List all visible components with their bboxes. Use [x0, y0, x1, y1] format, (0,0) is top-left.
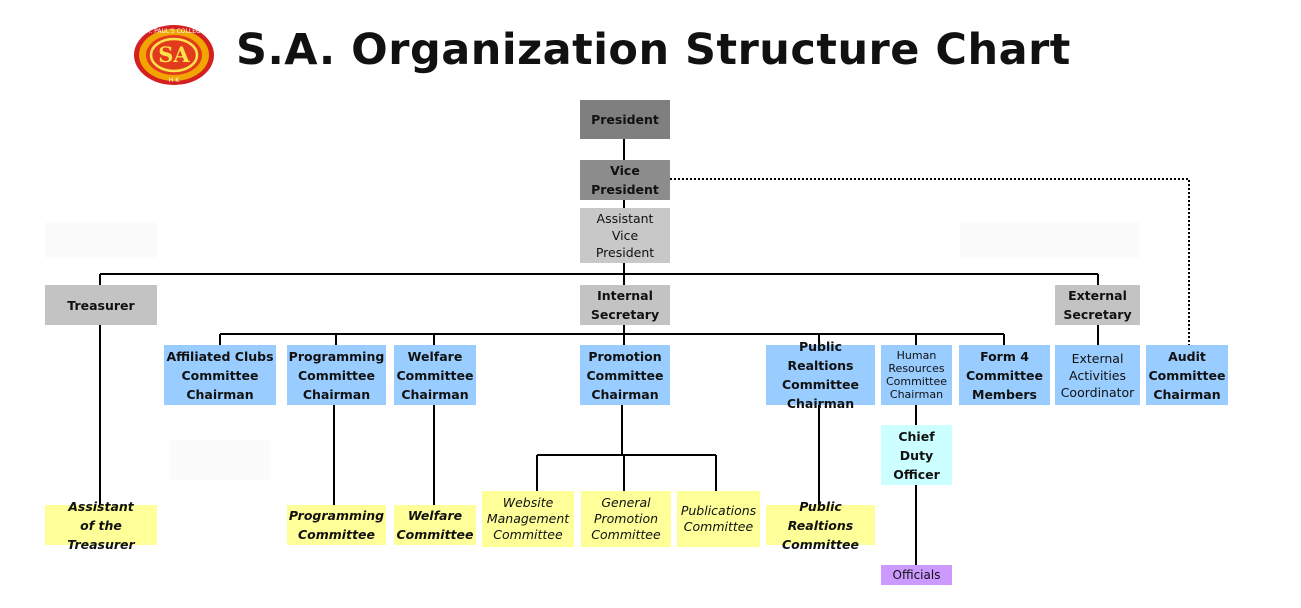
human-resources-label-line: Resources	[888, 362, 945, 375]
external-activities-label-line: External	[1071, 350, 1124, 366]
public-relations-committee-label-line: Public Realtions	[787, 498, 854, 533]
promotion-chair-label-line: Committee	[586, 367, 664, 383]
audit-chair-label-line: Chairman	[1153, 386, 1221, 402]
welfare-chair-label-line: Welfare	[407, 348, 463, 364]
affiliated-clubs-label-line: Committee	[181, 367, 259, 383]
external-activities-coordinator-box: External Activities Coordinator	[1055, 345, 1140, 405]
programming-committee-label-line: Committee	[298, 527, 376, 542]
assistant-treasurer-label-line: Assistant	[68, 498, 134, 514]
officials-box: Officials	[881, 565, 952, 585]
vice-president-label-line: President	[591, 182, 659, 197]
programming-chair-label-line: Chairman	[302, 386, 371, 402]
form4-label-line: Committee	[965, 367, 1043, 383]
officials-label: Officials	[892, 567, 941, 582]
avp-label-line: Vice	[611, 228, 639, 243]
human-resources-chairman-box: Human Resources Committee Chairman	[881, 345, 952, 405]
programming-committee-label-line: Programming	[288, 508, 385, 523]
external-activities-label-line: Coordinator	[1060, 384, 1135, 400]
form4-label-line: Members	[972, 386, 1037, 402]
chief-duty-officer-label-line: Duty	[899, 447, 934, 463]
form4-committee-members-box: Form 4 Committee Members	[959, 345, 1050, 405]
publications-committee-label-line: Publications	[680, 503, 757, 518]
assistant-treasurer-box: Assistant of the Treasurer	[45, 499, 157, 552]
publications-committee-box: Publications Committee	[677, 491, 760, 547]
general-promotion-label-line: General	[601, 495, 651, 510]
audit-chair-label-line: Audit	[1168, 348, 1206, 364]
chief-duty-officer-box: Chief Duty Officer	[881, 425, 952, 485]
human-resources-label-line: Committee	[885, 375, 948, 388]
internal-secretary-label-line: Secretary	[590, 307, 660, 322]
programming-chair-label-line: Programming	[288, 348, 385, 364]
publications-committee-label-line: Committee	[683, 519, 754, 534]
internal-secretary-label-line: Internal	[597, 288, 653, 303]
welfare-chairman-box: Welfare Committee Chairman	[394, 345, 476, 405]
affiliated-clubs-label-line: Chairman	[186, 386, 254, 402]
logo-ring-text-top: ST. PAUL'S COLLEGE	[144, 28, 205, 35]
human-resources-label-line: Chairman	[889, 388, 944, 401]
website-committee-label-line: Management	[486, 511, 570, 526]
website-committee-label-line: Committee	[493, 527, 563, 542]
vice-president-label-line: Vice	[610, 163, 640, 178]
website-committee-label-line: Website	[502, 495, 554, 510]
treasurer-box: Treasurer	[45, 285, 157, 325]
welfare-committee-label-line: Committee	[396, 527, 474, 542]
avp-label-line: Assistant	[596, 211, 654, 226]
chief-duty-officer-label-line: Chief	[898, 428, 935, 444]
audit-chairman-box: Audit Committee Chairman	[1146, 345, 1228, 405]
public-relations-chair-label-line: Public Realtions	[787, 339, 854, 373]
public-relations-chair-label-line: Chairman	[786, 396, 855, 411]
affiliated-clubs-chairman-box: Affiliated Clubs Committee Chairman	[164, 345, 276, 405]
welfare-chair-label-line: Committee	[396, 367, 474, 383]
promotion-chair-label-line: Chairman	[591, 386, 659, 402]
page-title: S.A. Organization Structure Chart	[236, 25, 1071, 75]
external-secretary-label-line: External	[1068, 288, 1127, 303]
promotion-chair-label-line: Promotion	[588, 348, 662, 364]
external-secretary-label-line: Secretary	[1063, 307, 1132, 322]
welfare-committee-box: Welfare Committee	[394, 505, 476, 545]
audit-chair-label-line: Committee	[1148, 367, 1226, 383]
assistant-vice-president-box: Assistant Vice President	[580, 208, 670, 263]
affiliated-clubs-label-line: Affiliated Clubs	[166, 348, 274, 364]
logo-ring-text-bottom: H K	[169, 77, 180, 84]
public-relations-committee-label-line: Committee	[781, 536, 859, 552]
public-relations-chair-label-line: Committee	[781, 377, 859, 392]
president-label: President	[591, 112, 659, 127]
avp-label-line: President	[595, 245, 655, 260]
welfare-committee-label-line: Welfare	[407, 508, 463, 523]
public-relations-chairman-box: Public Realtions Committee Chairman	[766, 339, 875, 411]
website-management-committee-box: Website Management Committee	[482, 491, 574, 547]
general-promotion-label-line: Committee	[591, 527, 661, 542]
general-promotion-label-line: Promotion	[593, 511, 659, 526]
public-relations-committee-box: Public Realtions Committee	[766, 499, 875, 552]
ghost-box	[960, 222, 1140, 258]
programming-committee-box: Programming Committee	[287, 505, 386, 545]
general-promotion-committee-box: General Promotion Committee	[581, 491, 671, 547]
chief-duty-officer-label-line: Officer	[893, 466, 940, 482]
dotted-connector-vp-audit	[670, 178, 1190, 345]
ghost-box	[45, 222, 157, 258]
programming-chairman-box: Programming Committee Chairman	[287, 345, 386, 405]
welfare-chair-label-line: Chairman	[401, 386, 469, 402]
form4-label-line: Form 4	[980, 348, 1029, 364]
promotion-chairman-box: Promotion Committee Chairman	[580, 345, 670, 405]
internal-secretary-box: Internal Secretary	[580, 285, 670, 325]
external-secretary-box: External Secretary	[1055, 285, 1140, 325]
human-resources-label-line: Human	[896, 349, 937, 362]
treasurer-label: Treasurer	[67, 297, 135, 313]
logo-monogram: SA	[158, 42, 190, 67]
vice-president-box: Vice President	[580, 160, 670, 200]
ghost-box	[170, 440, 270, 480]
programming-chair-label-line: Committee	[297, 367, 375, 383]
president-box: President	[580, 100, 670, 139]
assistant-treasurer-label-line: of the Treasurer	[67, 517, 135, 552]
external-activities-label-line: Activities	[1068, 367, 1127, 383]
college-logo: SA ST. PAUL'S COLLEGE H K	[134, 25, 214, 85]
